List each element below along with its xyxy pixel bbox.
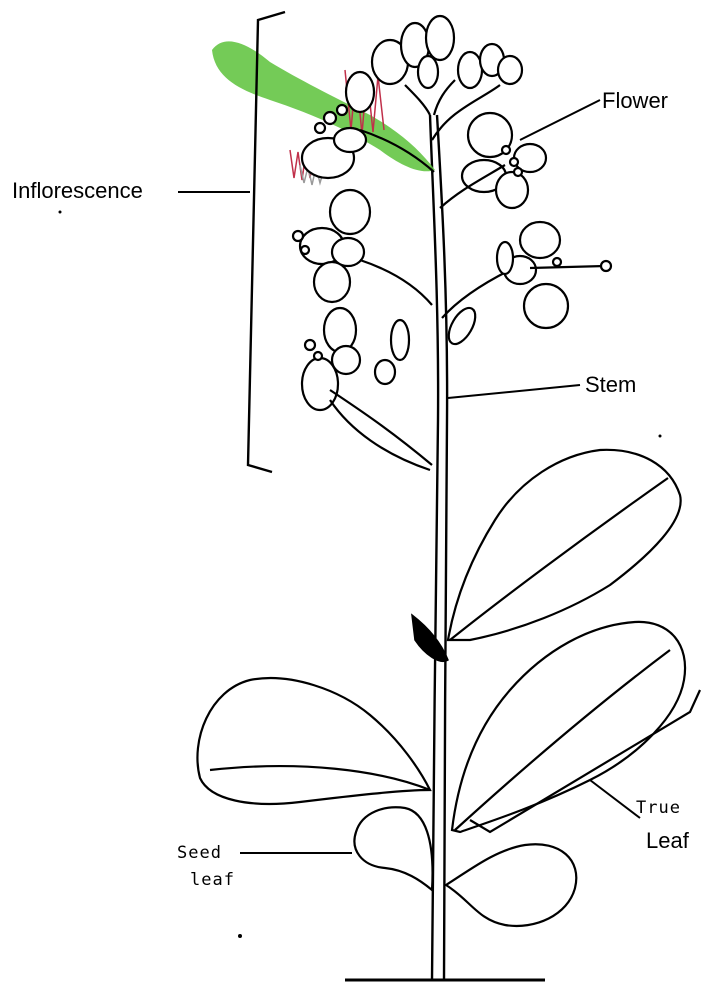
stem-pointer — [448, 385, 580, 398]
stem-label: Stem — [585, 374, 636, 396]
seed-leaf-label-line2: leaf — [190, 872, 235, 889]
seed-leaf-right — [446, 844, 576, 926]
true-leaf-pointer — [590, 780, 640, 818]
flower-middle-left — [293, 190, 432, 305]
inflorescence-label: Inflorescence — [12, 180, 143, 202]
top-bud-cluster — [372, 16, 455, 115]
flower-lower-left — [302, 308, 432, 470]
main-stem-inner — [437, 115, 447, 980]
seed-leaf-left — [354, 807, 432, 890]
stem-node — [412, 615, 448, 661]
true-leaf-label-line2: Leaf — [646, 830, 689, 852]
flower-pointer — [520, 100, 600, 140]
true-leaf-label-line1: True — [636, 800, 681, 817]
leaf-upper-right — [448, 450, 681, 640]
speck — [59, 211, 62, 214]
speck — [659, 435, 662, 438]
leaf-left — [197, 678, 430, 804]
speck — [238, 934, 242, 938]
flower-label: Flower — [602, 90, 668, 112]
flower-upper-right — [440, 113, 546, 208]
seed-leaf-label-line1: Seed — [177, 845, 222, 862]
